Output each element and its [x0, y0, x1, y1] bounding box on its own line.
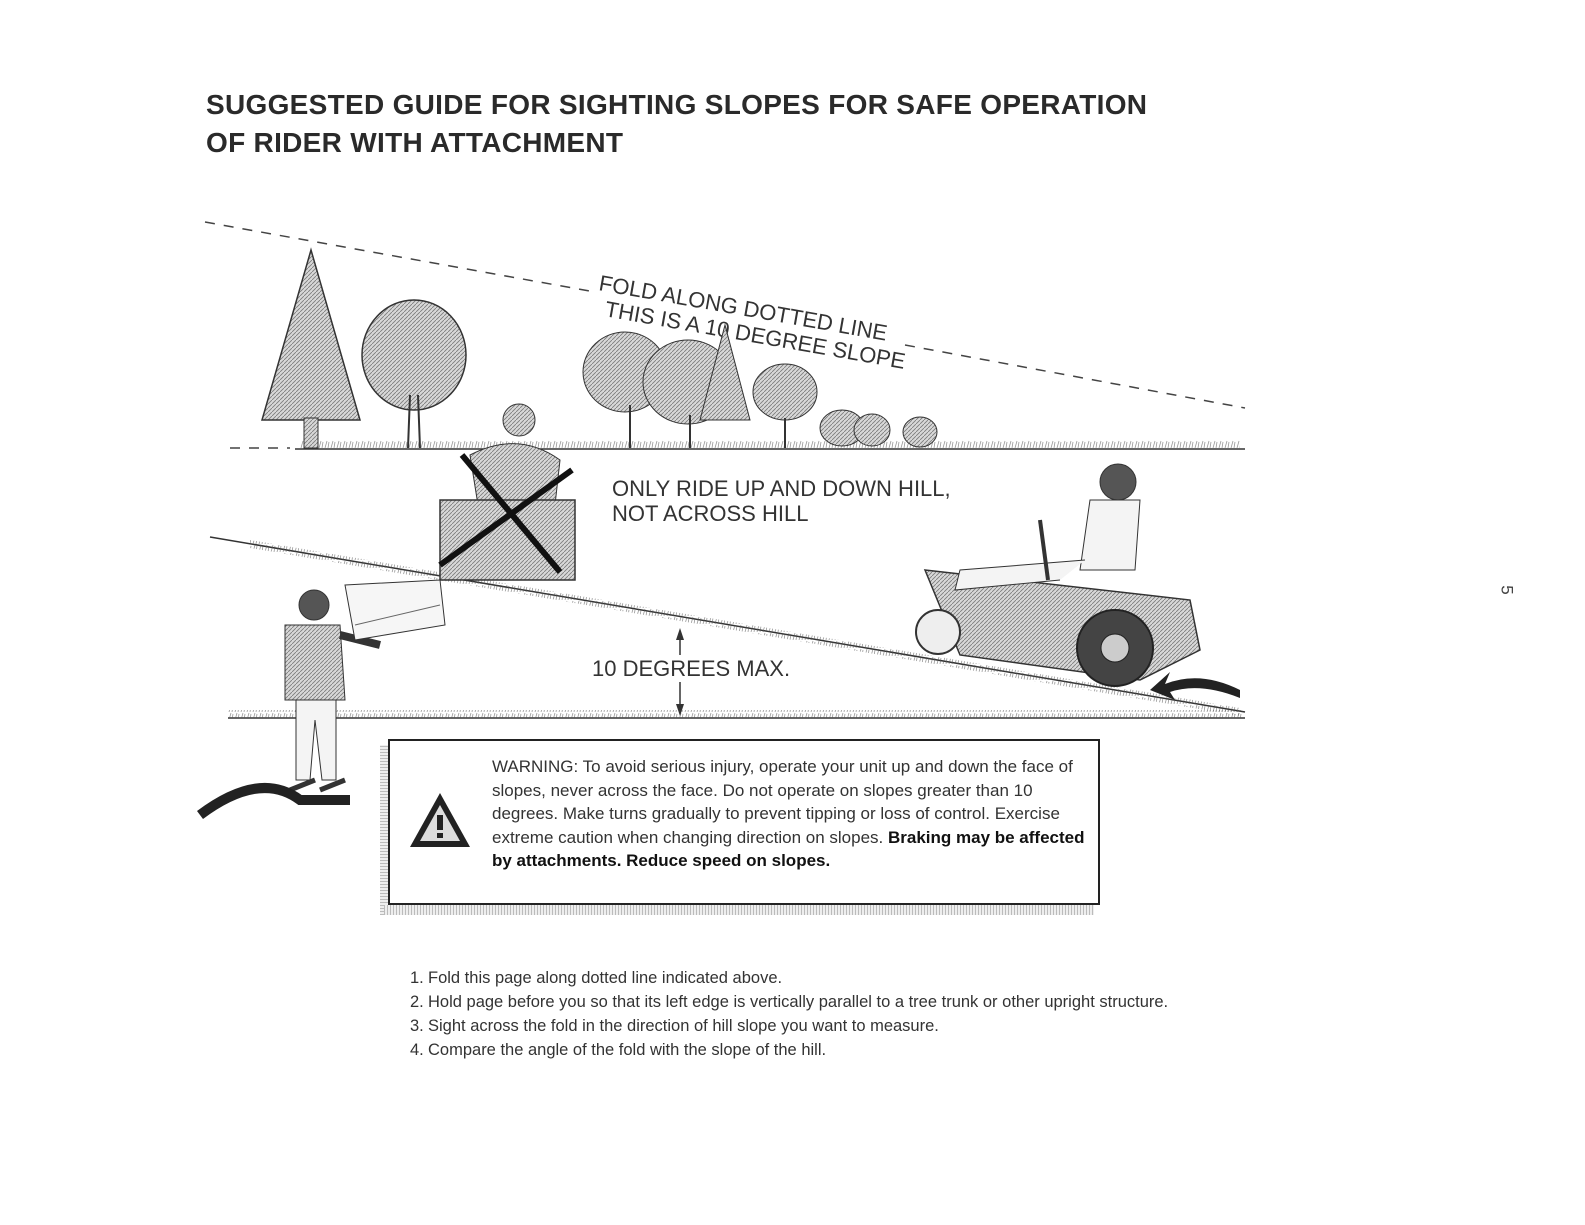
- person-sighting-icon: [284, 579, 446, 793]
- list-item: 2.Hold page before you so that its left …: [410, 990, 1170, 1014]
- step-number: 2.: [410, 993, 424, 1011]
- forest-icon: [582, 323, 938, 448]
- fold-dotted-line: [204, 221, 1246, 449]
- angle-arrows: [676, 628, 684, 716]
- warning-shadow: [384, 905, 1094, 915]
- max-angle-label: 10 DEGREES MAX.: [592, 656, 791, 681]
- step-text: Hold page before you so that its left ed…: [428, 993, 1169, 1011]
- step-text: Compare the angle of the fold with the s…: [428, 1041, 827, 1059]
- list-item: 3.Sight across the fold in the direction…: [410, 1014, 1170, 1038]
- ride-instruction-line-2: NOT ACROSS HILL: [612, 501, 809, 526]
- list-item: 1.Fold this page along dotted line indic…: [410, 966, 1170, 990]
- ride-instruction-line-1: ONLY RIDE UP AND DOWN HILL,: [612, 476, 951, 501]
- title-line-2: OF RIDER WITH ATTACHMENT: [206, 127, 624, 158]
- warning-text: WARNING: To avoid serious injury, operat…: [492, 755, 1092, 873]
- uphill-arrow-icon: [1150, 672, 1240, 700]
- incorrect-rider-icon: [438, 403, 576, 581]
- ride-instruction: ONLY RIDE UP AND DOWN HILL, NOT ACROSS H…: [612, 476, 951, 526]
- warning-box: WARNING: To avoid serious injury, operat…: [388, 739, 1100, 905]
- hill-slope: [209, 536, 1246, 716]
- warning-triangle-icon: [410, 793, 470, 847]
- tree-icon: [361, 299, 467, 449]
- warning-text-regular: WARNING: To avoid serious injury, operat…: [492, 757, 1073, 847]
- step-number: 3.: [410, 1017, 424, 1035]
- page-title: SUGGESTED GUIDE FOR SIGHTING SLOPES FOR …: [206, 86, 1306, 162]
- step-number: 4.: [410, 1041, 424, 1059]
- warning-text-bold: Braking may be affected by attachments. …: [492, 827, 1085, 871]
- instruction-steps: 1.Fold this page along dotted line indic…: [410, 966, 1170, 1062]
- step-text: Fold this page along dotted line indicat…: [428, 969, 783, 987]
- direction-arrow-icon: [197, 783, 350, 820]
- step-text: Sight across the fold in the direction o…: [428, 1017, 939, 1035]
- page-number: 5: [1497, 585, 1517, 595]
- step-number: 1.: [410, 969, 424, 987]
- list-item: 4.Compare the angle of the fold with the…: [410, 1038, 1170, 1062]
- title-line-1: SUGGESTED GUIDE FOR SIGHTING SLOPES FOR …: [206, 89, 1148, 120]
- warning-shadow: [380, 745, 388, 915]
- pine-tree-icon: [261, 247, 361, 449]
- correct-rider-icon: [915, 463, 1201, 687]
